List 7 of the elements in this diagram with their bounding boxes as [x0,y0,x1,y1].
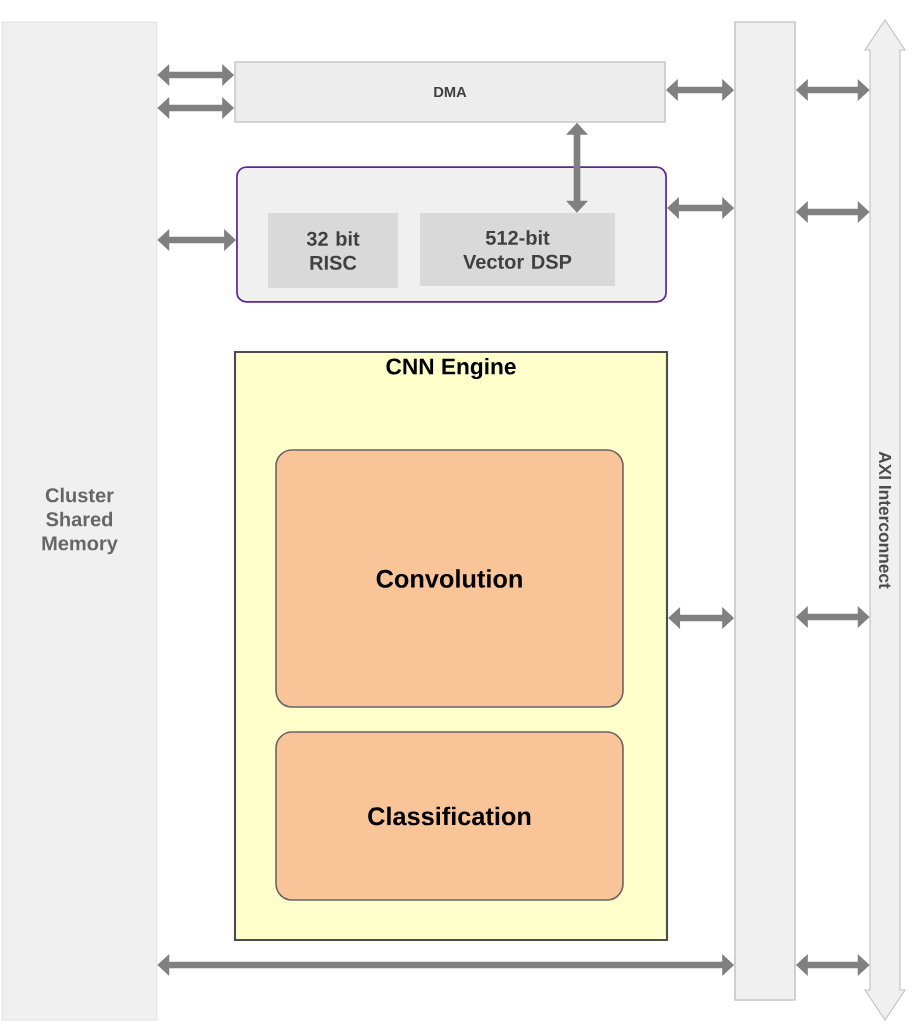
memory-block: Cluster Shared Memory [1,21,158,1021]
classification-box: Classification [275,731,624,901]
dma-box: DMA [234,61,666,123]
risc-box: 32 bit RISC [268,213,398,288]
dsp-box: 512-bit Vector DSP [420,212,615,287]
convolution-box: Convolution [275,449,624,708]
bus-bar [734,21,796,1001]
